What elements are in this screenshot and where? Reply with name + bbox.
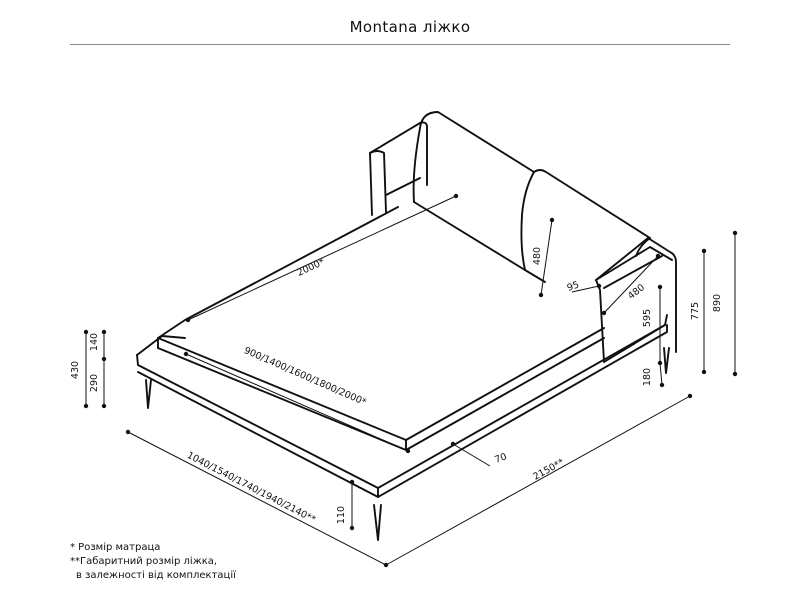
dim-leg-height-front: 110 [336, 506, 347, 524]
dim-total-height: 890 [712, 294, 723, 312]
dim-left-total: 430 [70, 361, 81, 379]
dim-left-upper: 140 [89, 333, 100, 351]
dim-side-total: 775 [690, 302, 701, 320]
dim-headboard-cushion-height: 480 [532, 247, 543, 265]
dim-side-panel-height: 595 [642, 309, 653, 327]
dim-cushion-depth: 95 [566, 279, 581, 293]
dim-overall-width: 1040/1540/1740/1940/2140** [185, 450, 318, 526]
footnote-overall-cont: в залежності від комплектації [76, 570, 236, 581]
footnote-mattress: * Розмір матраца [70, 542, 161, 553]
dim-left-lower: 290 [89, 374, 100, 392]
dimension-lines [83, 193, 738, 568]
dim-overall-length: 2150** [531, 457, 566, 483]
dim-headboard-depth: 70 [493, 451, 508, 465]
footnote-overall: **Габаритний розмір ліжка, [70, 556, 218, 567]
page-title: Montana ліжко [349, 18, 471, 36]
dim-side-cushion-height: 480 [626, 282, 647, 302]
dim-leg-height-side: 180 [642, 368, 653, 386]
footnotes: * Розмір матраца **Габаритний розмір ліж… [70, 541, 236, 583]
title-divider [70, 44, 730, 45]
